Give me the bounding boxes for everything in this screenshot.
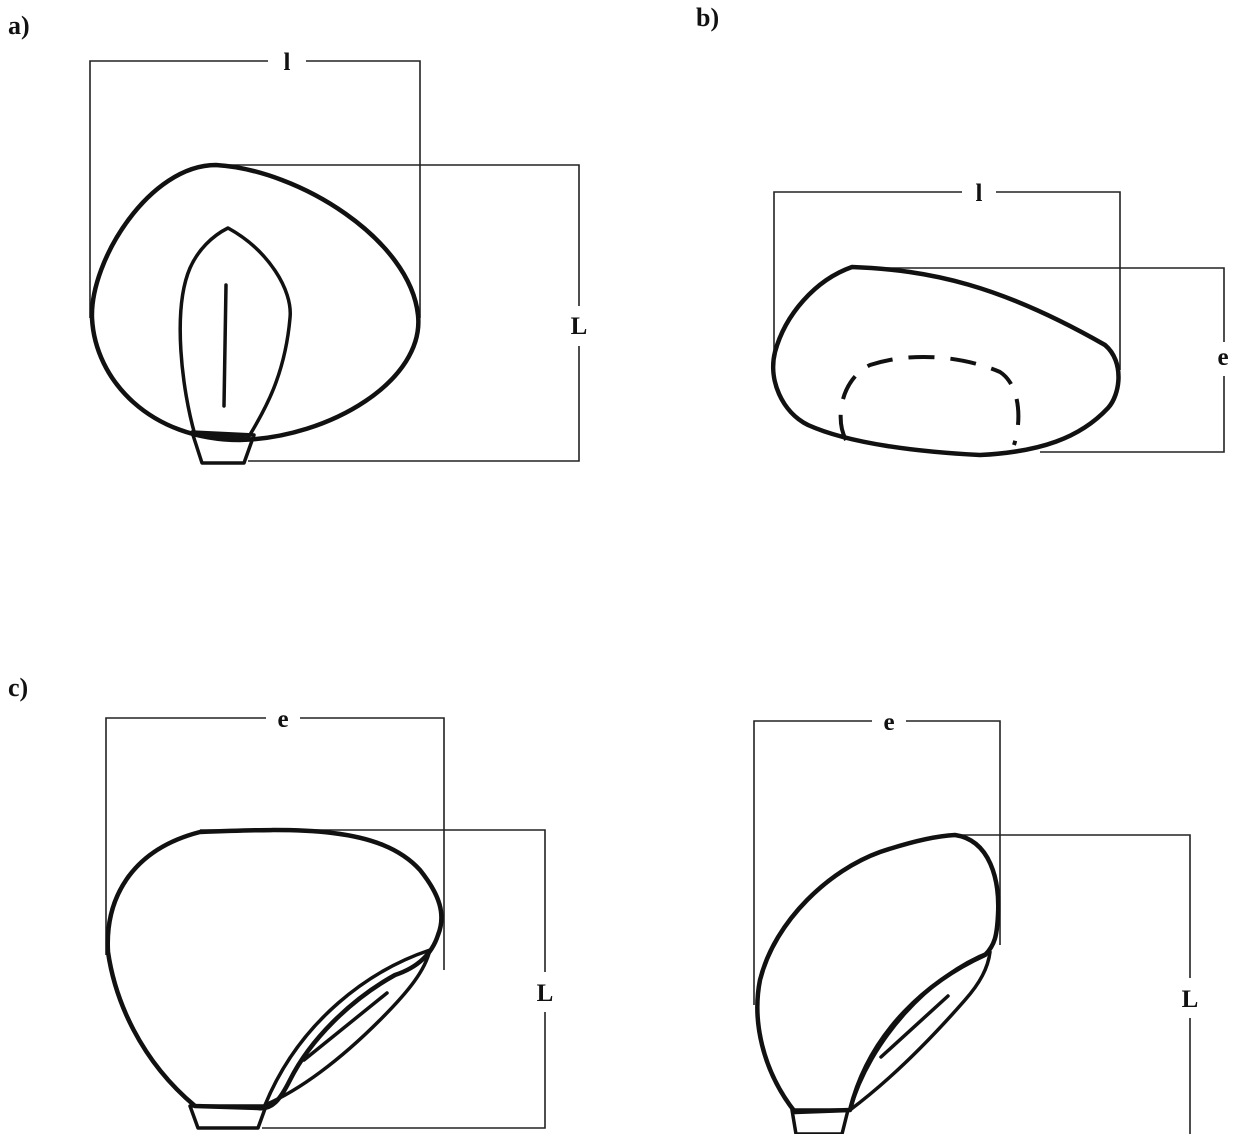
panel-b-seed-outline — [770, 264, 1121, 458]
panel-c-right: e L — [753, 706, 1203, 1134]
panel-b: b) l e — [696, 3, 1234, 458]
panel-c-right-height-bracket — [955, 834, 1191, 1134]
panel-c-left-height-label: L — [537, 980, 554, 1007]
panel-c-left-height-label-gap — [532, 972, 558, 1012]
panel-c: c) e L e L — [8, 673, 1203, 1134]
panel-a-embryo-axis — [222, 283, 228, 408]
panel-c-right-embryo-axis — [879, 994, 950, 1059]
panel-c-left-seed-outline — [105, 827, 444, 1111]
panel-c-right-seed-outline — [755, 832, 1001, 1115]
panel-c-left: e L — [105, 703, 558, 1130]
panel-a-hilum — [190, 430, 256, 465]
panel-c-right-hilum — [790, 1108, 850, 1134]
panel-a-width-label: l — [284, 49, 291, 76]
panel-b-embryo-dashed — [838, 354, 1021, 446]
panel-b-height-label-gap — [1212, 342, 1234, 376]
panel-c-left-embryo-axis — [302, 991, 389, 1062]
panel-c-right-height-label-gap — [1177, 978, 1203, 1018]
panel-b-width-label: l — [976, 180, 983, 207]
panel-c-left-width-bracket — [105, 717, 445, 970]
panel-a-width-label-gap — [268, 46, 306, 76]
panel-c-right-width-label: e — [883, 709, 894, 736]
panel-c-right-embryo — [848, 950, 992, 1112]
panel-b-width-bracket — [773, 191, 1121, 370]
panel-b-height-bracket — [852, 267, 1225, 453]
panel-c-left-width-label: e — [277, 706, 288, 733]
panel-b-label: b) — [696, 3, 719, 32]
panel-c-right-width-bracket — [753, 720, 1001, 1005]
panel-a: a) l L — [8, 11, 592, 465]
panel-a-label: a) — [8, 11, 30, 40]
panel-b-height-label: e — [1217, 344, 1228, 371]
panel-c-left-embryo — [263, 948, 432, 1107]
panel-a-seed-outline — [89, 162, 421, 443]
panel-b-width-label-gap — [962, 177, 996, 207]
panel-a-height-label: L — [571, 313, 588, 340]
panel-c-right-height-label: L — [1182, 986, 1199, 1013]
panel-c-label: c) — [8, 673, 28, 702]
panel-a-height-bracket — [216, 164, 580, 462]
panel-a-height-label-gap — [566, 306, 592, 346]
panel-a-width-bracket — [89, 60, 421, 318]
panel-c-right-width-label-gap — [872, 706, 906, 736]
panel-a-embryo — [178, 226, 292, 440]
panel-c-left-hilum — [188, 1104, 268, 1130]
panel-c-left-width-label-gap — [266, 703, 300, 733]
